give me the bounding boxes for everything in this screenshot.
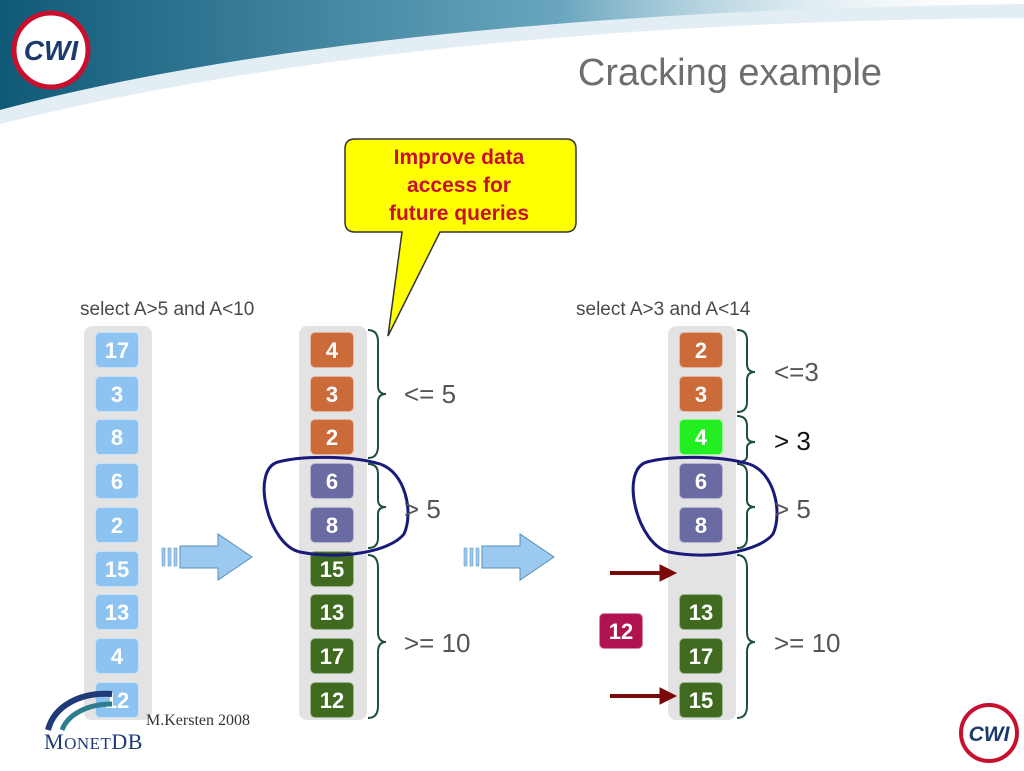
cracked1-cell: 17	[310, 638, 354, 674]
cracked1-cell: 2	[310, 419, 354, 455]
cracked1-cell: 8	[310, 507, 354, 543]
range-label-gt5-first: > 5	[404, 494, 441, 524]
original-cell: 6	[95, 463, 139, 499]
svg-text:CWI: CWI	[969, 723, 1011, 746]
range-label-ge10-first: >= 10	[404, 628, 471, 658]
cracked1-cell: 4	[310, 332, 354, 368]
footer-author: M.Kersten 2008	[146, 712, 250, 729]
query-first: select A>5 and A<10	[80, 299, 255, 320]
cracked1-cell: 15	[310, 551, 354, 587]
header-swoosh	[0, 0, 1024, 124]
monetdb-logo: MONETDB	[44, 729, 143, 754]
callout-line: Improve data	[393, 146, 525, 169]
selection-ellipse-first	[262, 455, 410, 557]
query-second: select A>3 and A<14	[576, 299, 751, 320]
cracked2-cell: 17	[679, 638, 723, 674]
callout-line: access for	[407, 174, 511, 197]
cracked2-cell: 3	[679, 376, 723, 412]
cracked2-cell: 2	[679, 332, 723, 368]
cwi-logo-top: CWI	[8, 8, 94, 92]
svg-text:CWI: CWI	[24, 35, 80, 66]
cracked2-cell: 8	[679, 507, 723, 543]
brace-le3	[736, 329, 756, 413]
original-cell: 13	[95, 594, 139, 630]
original-cell: 8	[95, 419, 139, 455]
original-cell: 12	[95, 682, 139, 718]
callout-line: future queries	[388, 202, 530, 225]
original-cell: 3	[95, 376, 139, 412]
cracked2-cell: 13	[679, 594, 723, 630]
original-cell: 17	[95, 332, 139, 368]
insert-arrow-lower	[610, 687, 678, 705]
cracked1-cell: 3	[310, 376, 354, 412]
brace-ge10-second	[736, 554, 756, 719]
slide-title: Cracking example	[577, 52, 883, 94]
cwi-logo-bottom: CWI	[956, 700, 1022, 766]
brace-gt5-second	[736, 463, 756, 549]
selection-ellipse-second	[631, 455, 779, 557]
brace-le5	[367, 329, 387, 459]
cracked2-cell: 4	[679, 419, 723, 455]
cracked1-cell: 6	[310, 463, 354, 499]
brace-ge10-first	[367, 554, 387, 719]
cracked1-cell: 12	[310, 682, 354, 718]
floating-value-cell: 12	[599, 613, 643, 649]
original-cell: 2	[95, 507, 139, 543]
range-label-le3: <=3	[774, 357, 819, 387]
big-arrow-second	[463, 533, 555, 581]
insert-arrow-upper	[610, 564, 678, 582]
range-label-le5: <= 5	[404, 379, 457, 409]
original-cell: 15	[95, 551, 139, 587]
range-label-gt3: > 3	[774, 426, 811, 456]
brace-gt5-first	[367, 463, 387, 549]
monetdb-logo-arc	[45, 690, 113, 732]
brace-gt3	[736, 415, 756, 463]
cracked2-cell: 15	[679, 682, 723, 718]
range-label-ge10-second: >= 10	[774, 628, 841, 658]
range-label-gt5-second: > 5	[774, 494, 811, 524]
callout-text: Improve data access for future queries	[346, 144, 572, 228]
big-arrow-first	[161, 533, 253, 581]
cracked2-cell: 6	[679, 463, 723, 499]
cracked1-cell: 13	[310, 594, 354, 630]
original-cell: 4	[95, 638, 139, 674]
